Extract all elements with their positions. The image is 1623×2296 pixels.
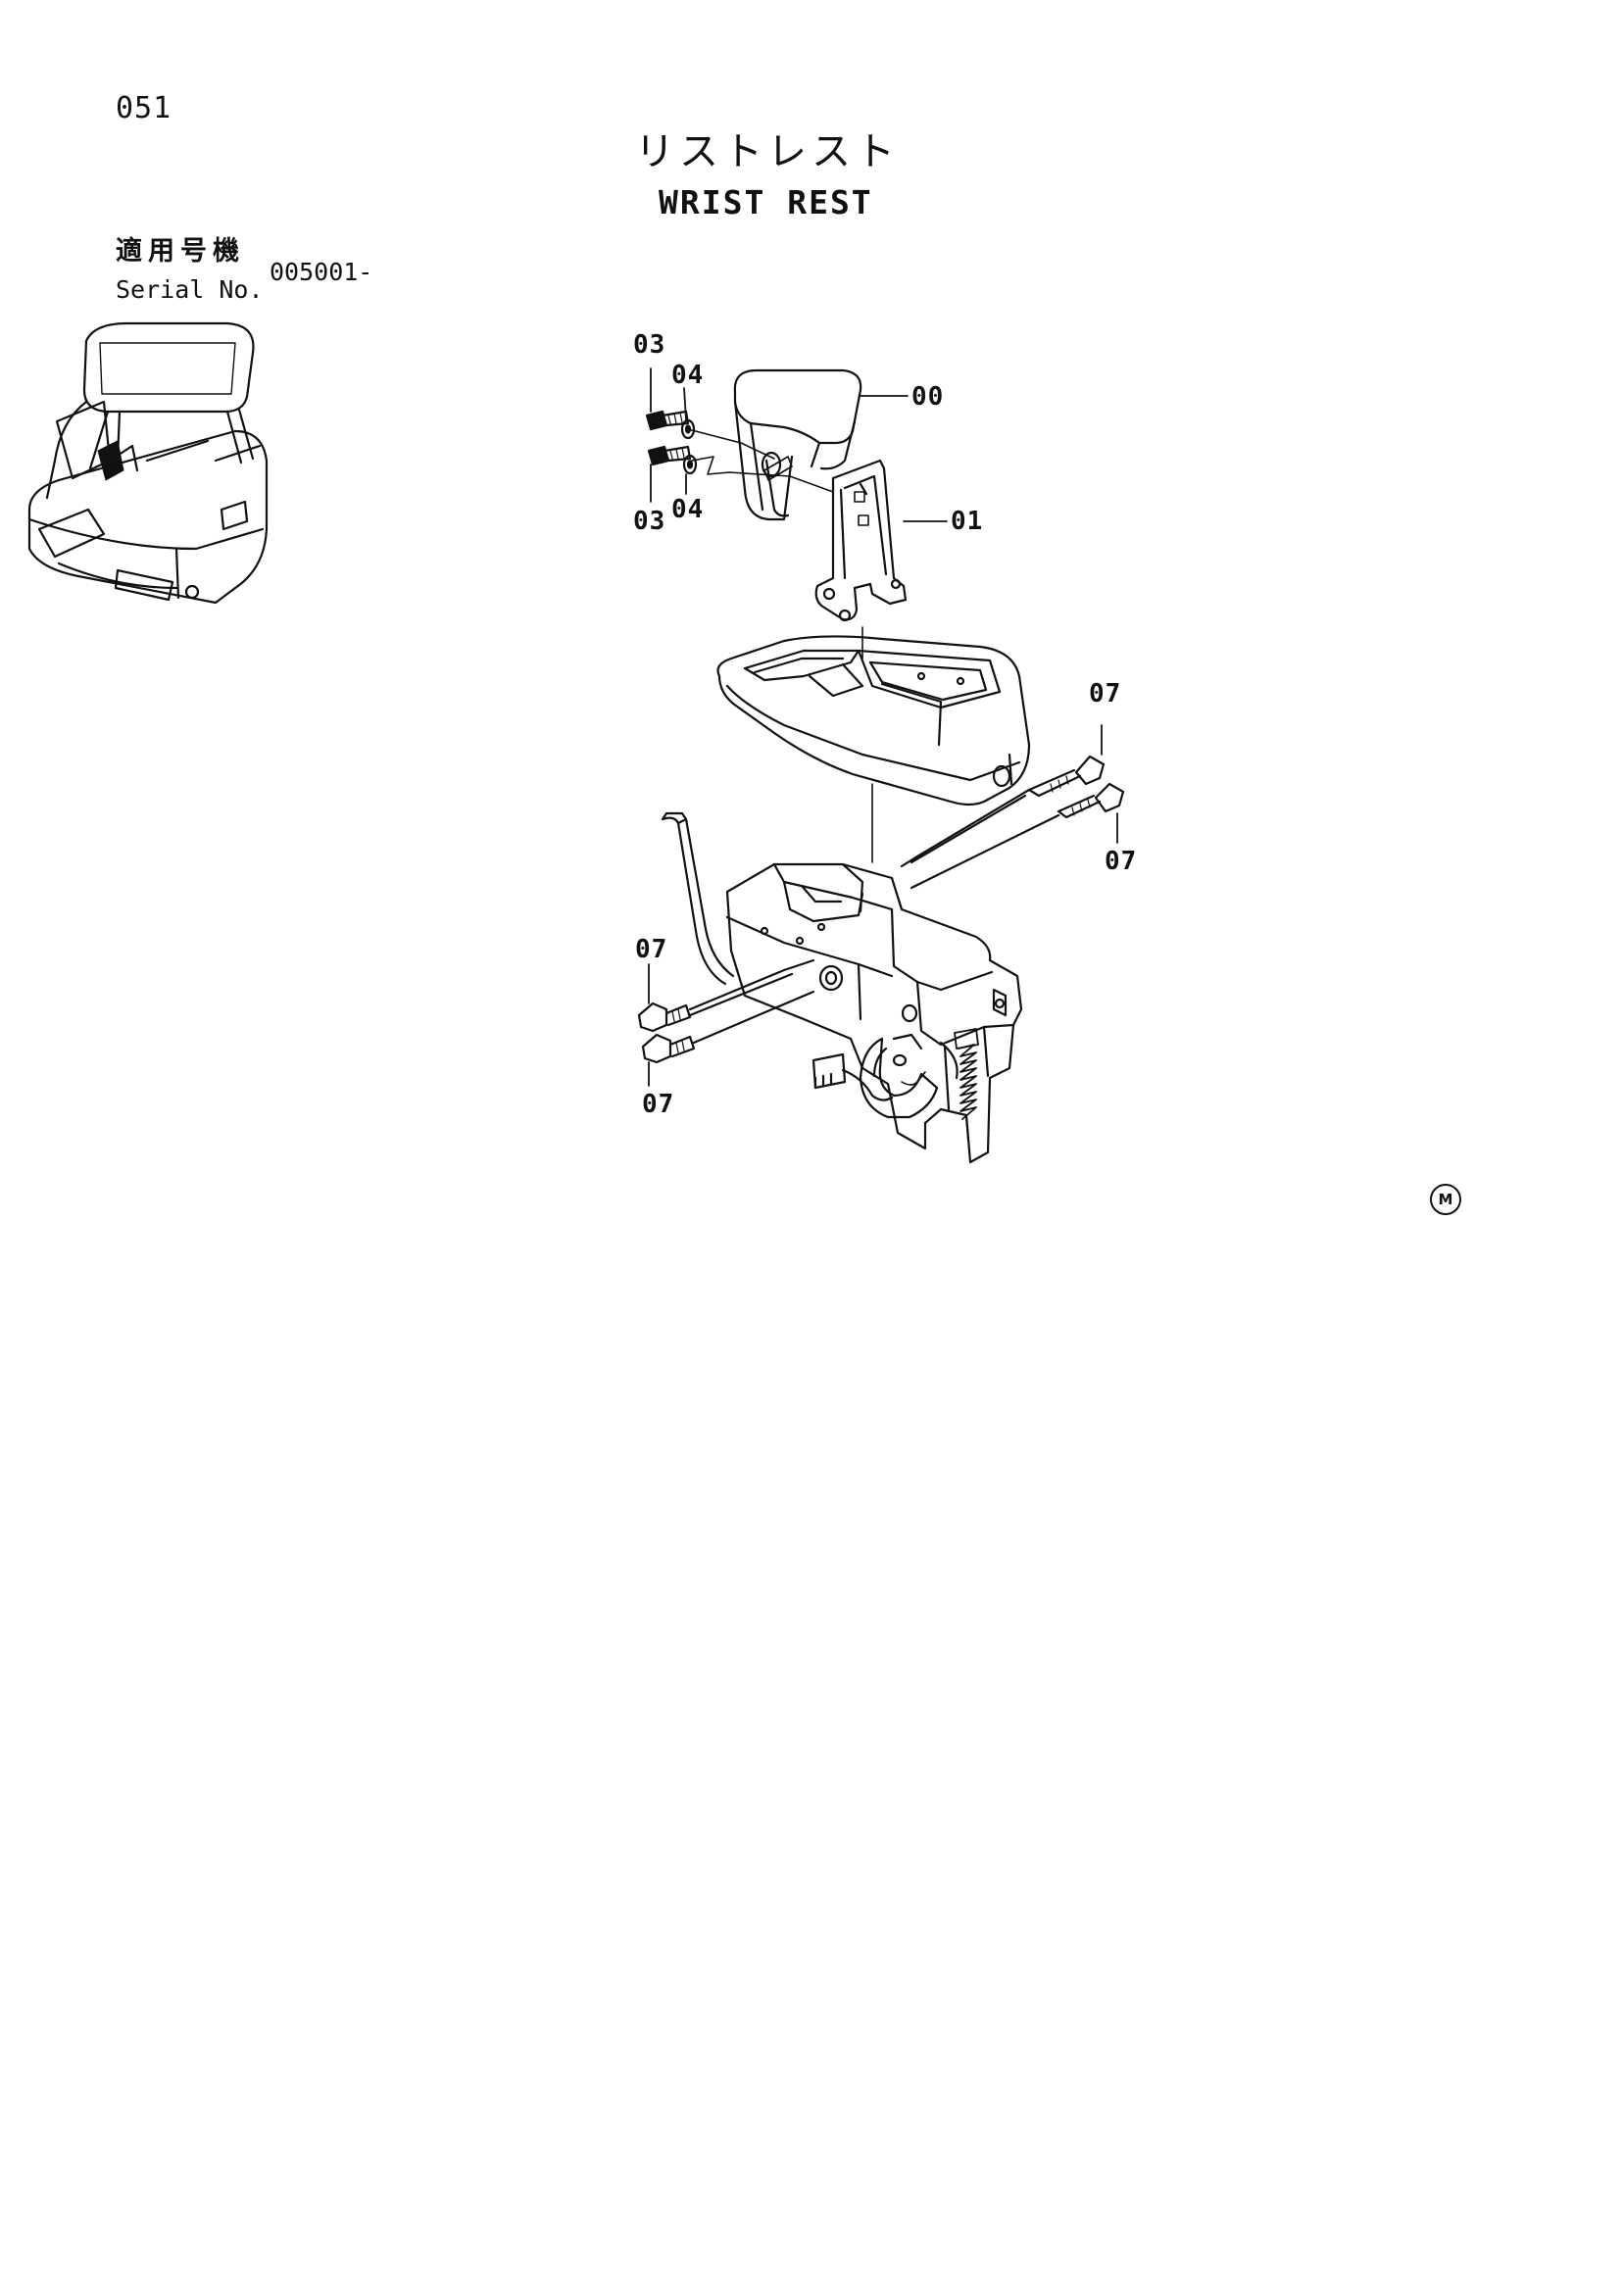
console-frame (725, 862, 1023, 1164)
callout-part-07-left-upper: 07 (635, 935, 668, 964)
right-bolt-07-upper (900, 755, 1106, 868)
right-bolt-07-lower (910, 782, 1125, 890)
lever-arc-plate (859, 1033, 939, 1119)
serial-label-japanese: 適用号機 (116, 236, 245, 267)
spring (954, 1028, 979, 1142)
callout-part-04-upper: 04 (671, 361, 705, 390)
wrist-rest-bracket (814, 459, 908, 622)
callout-part-07-right-upper: 07 (1089, 679, 1122, 708)
circled-m-mark: M (1430, 1184, 1461, 1215)
serial-number-value: 005001- (270, 258, 373, 286)
excavator-cab-thumbnail (27, 321, 269, 605)
callout-part-07-left-lower: 07 (642, 1090, 675, 1119)
fastener-lines (687, 428, 873, 863)
cable-connector (812, 1052, 894, 1101)
page-title-english: WRIST REST (659, 183, 873, 221)
callout-part-00: 00 (911, 382, 945, 412)
callout-part-03-lower: 03 (633, 507, 666, 536)
upper-bolt-03 (645, 410, 690, 431)
callout-part-04-lower: 04 (671, 495, 705, 524)
callout-part-01: 01 (951, 507, 984, 536)
callout-part-07-right-lower: 07 (1105, 847, 1138, 876)
left-bolt-07-lower (641, 990, 815, 1064)
callout-leaders (648, 367, 1118, 1087)
page-title-japanese: リストレスト (635, 129, 900, 174)
lower-bolt-03 (647, 445, 692, 466)
left-bolt-07-upper (637, 958, 815, 1033)
callout-part-03-upper: 03 (633, 330, 666, 360)
console-cover (716, 635, 1031, 806)
lower-washer-04 (682, 454, 698, 475)
upper-washer-04 (680, 418, 696, 440)
page-number: 051 (116, 91, 172, 125)
serial-label-english: Serial No. (116, 275, 264, 304)
wrist-rest-pad (733, 368, 862, 521)
lever-stalk (661, 811, 735, 986)
